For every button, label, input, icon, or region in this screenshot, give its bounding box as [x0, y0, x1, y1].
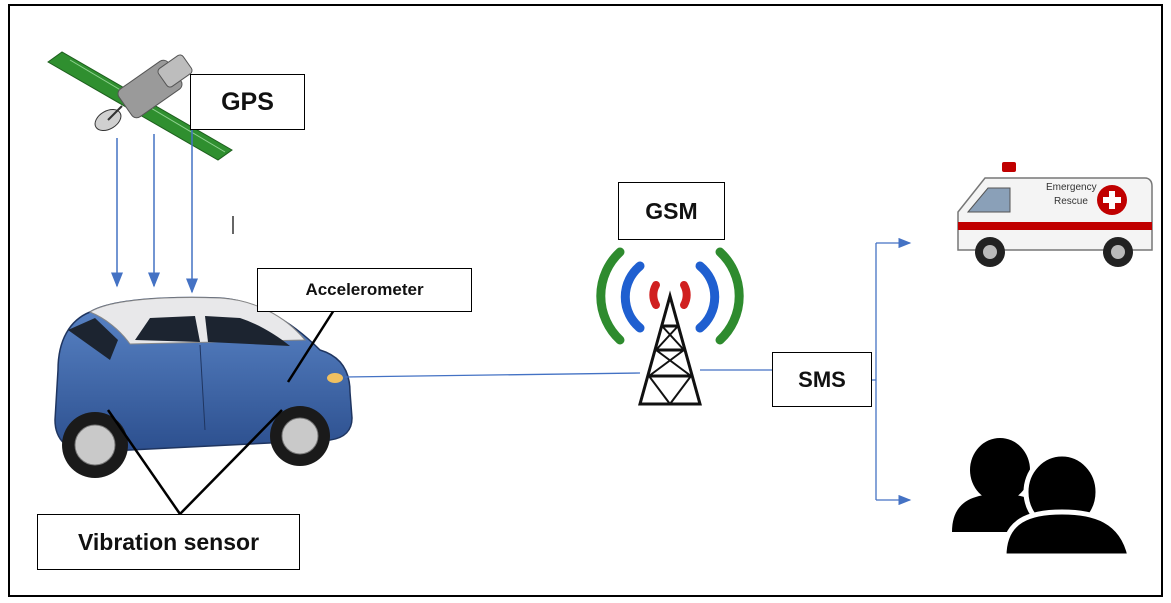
gsm-label: GSM — [618, 182, 725, 240]
satellite-icon — [47, 51, 233, 161]
accelerometer-label: Accelerometer — [257, 268, 472, 312]
vibration-sensor-label: Vibration sensor — [37, 514, 300, 570]
vibration-sensor-pointers — [106, 409, 283, 515]
car-icon — [54, 296, 353, 478]
people-icon — [952, 438, 1134, 559]
ambulance-text-rescue: Rescue — [1054, 196, 1088, 207]
gps-signal-arrows — [111, 128, 198, 294]
sms-label: SMS — [772, 352, 872, 407]
car-to-tower-link — [344, 372, 641, 378]
ambulance-text-emergency: Emergency — [1046, 182, 1097, 193]
sms-distribution-lines — [872, 237, 912, 506]
diagram-frame — [8, 4, 1163, 597]
accelerometer-pointer — [286, 309, 336, 383]
gps-label: GPS — [190, 74, 305, 130]
ambulance-icon: Emergency Rescue — [957, 162, 1153, 267]
cell-tower-icon — [596, 247, 744, 406]
